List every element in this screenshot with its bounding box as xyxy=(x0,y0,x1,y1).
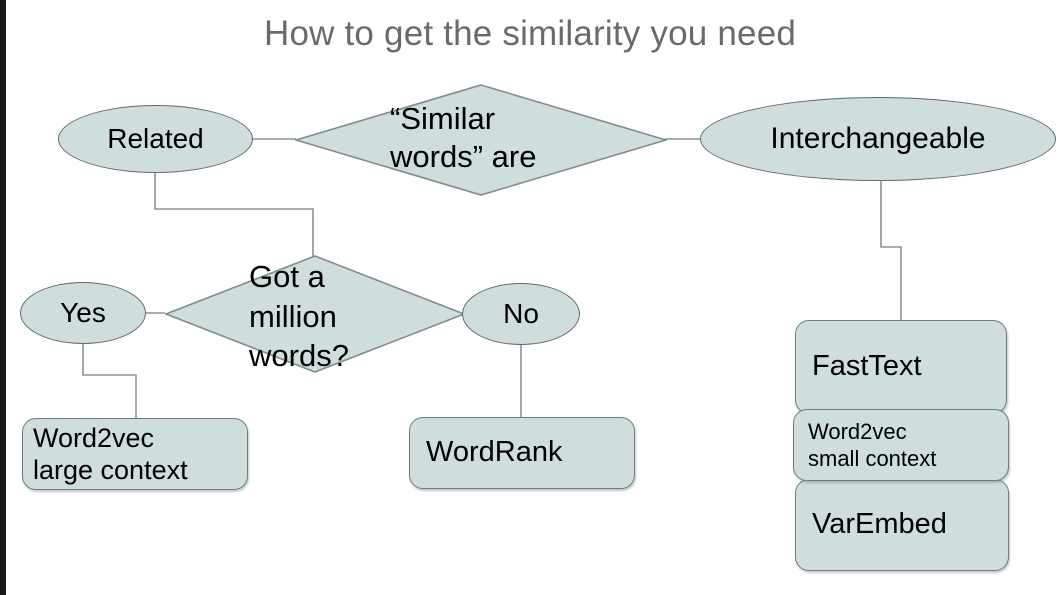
edge-related-to-gotamillion xyxy=(154,172,314,256)
node-interchangeable[interactable]: Interchangeable xyxy=(700,97,1056,181)
node-yes-label: Yes xyxy=(60,296,106,328)
decision-got-a-million-words[interactable] xyxy=(165,255,465,373)
node-fasttext[interactable]: FastText xyxy=(795,320,1007,414)
edge-yes-to-word2vec-large xyxy=(82,344,137,418)
diamond-shape-got-a-million-words xyxy=(165,255,465,373)
node-fasttext-label: FastText xyxy=(812,350,922,383)
node-interchangeable-label: Interchangeable xyxy=(770,121,986,155)
node-wordrank-label: WordRank xyxy=(426,436,563,469)
decision-similar-words-label: “Similar words” are xyxy=(390,101,537,174)
node-no-label: No xyxy=(503,297,539,329)
node-related-label: Related xyxy=(107,122,204,154)
node-word2vec-large-context-label: Word2vec large context xyxy=(33,422,188,485)
node-related[interactable]: Related xyxy=(58,105,253,173)
node-varembed-label: VarEmbed xyxy=(812,508,947,541)
page-title: How to get the similarity you need xyxy=(263,14,797,53)
node-yes[interactable]: Yes xyxy=(20,282,146,344)
node-word2vec-small-context-label: Word2vec small context xyxy=(808,418,937,472)
diamond-shape-similar-words xyxy=(295,84,667,196)
node-varembed[interactable]: VarEmbed xyxy=(795,479,1009,571)
node-word2vec-small-context[interactable]: Word2vec small context xyxy=(793,409,1009,481)
node-wordrank[interactable]: WordRank xyxy=(409,417,635,489)
left-edge-strip xyxy=(0,0,6,595)
node-no[interactable]: No xyxy=(462,283,580,345)
decision-got-a-million-words-label: Got a million words? xyxy=(249,259,349,374)
edge-interchangeable-to-fasttext xyxy=(880,181,902,320)
node-word2vec-large-context[interactable]: Word2vec large context xyxy=(22,418,248,490)
decision-similar-words[interactable] xyxy=(295,84,667,196)
